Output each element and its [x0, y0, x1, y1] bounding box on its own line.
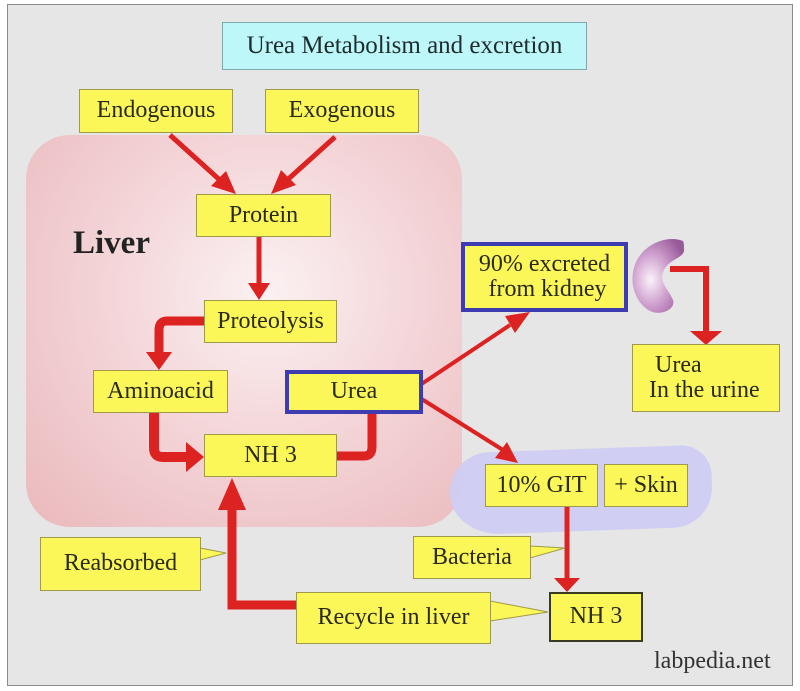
- node-nh3-gut: NH 3: [549, 592, 643, 642]
- node-protein: Protein: [196, 194, 331, 237]
- node-endogenous: Endogenous: [79, 89, 233, 133]
- node-aminoacid: Aminoacid: [93, 370, 228, 413]
- node-exogenous: Exogenous: [265, 89, 419, 133]
- node-proteolysis: Proteolysis: [204, 300, 337, 343]
- callout-reabsorbed: Reabsorbed: [40, 537, 201, 591]
- node-skin: + Skin: [604, 464, 688, 507]
- node-nh3-liver: NH 3: [204, 434, 337, 477]
- callout-recycle: Recycle in liver: [296, 592, 491, 644]
- node-urine: Urea In the urine: [632, 344, 780, 412]
- node-git: 10% GIT: [485, 464, 598, 507]
- watermark: labpedia.net: [654, 648, 771, 674]
- diagram-title: Urea Metabolism and excretion: [222, 22, 587, 70]
- callout-bacteria: Bacteria: [413, 536, 531, 579]
- node-urea: Urea: [285, 370, 423, 414]
- liver-label: Liver: [73, 225, 150, 261]
- node-kidney-excretion: 90% excreted from kidney: [461, 242, 628, 312]
